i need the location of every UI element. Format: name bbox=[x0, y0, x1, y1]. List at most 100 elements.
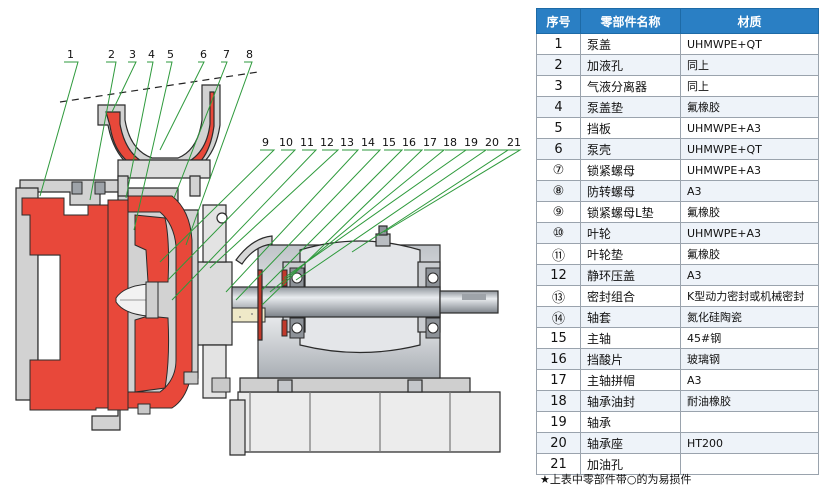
row-name: 锁紧螺母 bbox=[580, 159, 681, 181]
callout-4: 4 bbox=[148, 48, 155, 61]
row-name: 静环压盖 bbox=[580, 264, 681, 286]
row-no: 6 bbox=[536, 138, 581, 160]
row-material: 玻璃钢 bbox=[680, 348, 819, 370]
row-material: UHMWPE+A3 bbox=[680, 222, 819, 244]
row-no: 12 bbox=[536, 264, 581, 286]
callout-2: 2 bbox=[108, 48, 115, 61]
impeller bbox=[115, 214, 170, 393]
callout-3: 3 bbox=[129, 48, 136, 61]
row-name: 轴套 bbox=[580, 306, 681, 328]
row-name: 泵壳 bbox=[580, 138, 681, 160]
callout-6: 6 bbox=[200, 48, 207, 61]
callout-20: 20 bbox=[485, 136, 499, 149]
row-material: 氟橡胶 bbox=[680, 96, 819, 118]
row-name: 叶轮垫 bbox=[580, 243, 681, 265]
row-material: A3 bbox=[680, 180, 819, 202]
row-name: 主轴 bbox=[580, 327, 681, 349]
row-name: 挡酸片 bbox=[580, 348, 681, 370]
callout-17: 17 bbox=[423, 136, 437, 149]
gas-liquid-separator bbox=[97, 84, 221, 197]
section-dashed-line bbox=[59, 71, 259, 103]
casing-bolts bbox=[137, 371, 231, 415]
callout-11: 11 bbox=[300, 136, 314, 149]
row-name: 主轴拼帽 bbox=[580, 369, 681, 391]
row-no: ⑧ bbox=[536, 180, 581, 202]
row-name: 防转螺母 bbox=[580, 180, 681, 202]
parts-table-header: 序号 零部件名称 材质 bbox=[536, 8, 819, 34]
callout-5: 5 bbox=[167, 48, 174, 61]
header-name: 零部件名称 bbox=[580, 8, 681, 34]
row-no: 15 bbox=[536, 327, 581, 349]
header-material: 材质 bbox=[680, 8, 819, 34]
row-no: 3 bbox=[536, 75, 581, 97]
row-material: HT200 bbox=[680, 432, 819, 454]
row-material: K型动力密封或机械密封 bbox=[680, 285, 819, 307]
row-name: 轴承 bbox=[580, 411, 681, 433]
callout-labels-top-left: 1 2 3 4 5 6 7 8 bbox=[67, 48, 253, 61]
row-name: 加油孔 bbox=[580, 453, 681, 475]
row-material: A3 bbox=[680, 264, 819, 286]
callout-15: 15 bbox=[382, 136, 396, 149]
callout-21: 21 bbox=[507, 136, 521, 149]
row-no: ⑨ bbox=[536, 201, 581, 223]
pump-cross-section-diagram: 1 2 3 4 5 6 7 8 9 10 11 12 13 14 15 16 1… bbox=[15, 48, 522, 456]
row-material bbox=[680, 411, 819, 433]
row-name: 挡板 bbox=[580, 117, 681, 139]
row-material: 氮化硅陶瓷 bbox=[680, 306, 819, 328]
row-name: 泵盖 bbox=[580, 33, 681, 55]
row-no: 2 bbox=[536, 54, 581, 76]
row-name: 轴承油封 bbox=[580, 390, 681, 412]
row-material: UHMWPE+A3 bbox=[680, 159, 819, 181]
row-no: 16 bbox=[536, 348, 581, 370]
row-material: UHMWPE+QT bbox=[680, 33, 819, 55]
row-no: 20 bbox=[536, 432, 581, 454]
row-no: 19 bbox=[536, 411, 581, 433]
row-no: ⑩ bbox=[536, 222, 581, 244]
callout-13: 13 bbox=[340, 136, 354, 149]
row-material: 氟橡胶 bbox=[680, 201, 819, 223]
row-material: UHMWPE+A3 bbox=[680, 117, 819, 139]
row-no: 17 bbox=[536, 369, 581, 391]
row-material: 耐油橡胶 bbox=[680, 390, 819, 412]
callout-1: 1 bbox=[67, 48, 74, 61]
row-material: 同上 bbox=[680, 54, 819, 76]
callout-12: 12 bbox=[320, 136, 334, 149]
row-name: 气液分离器 bbox=[580, 75, 681, 97]
row-name: 轴承座 bbox=[580, 432, 681, 454]
leader-lines bbox=[39, 61, 522, 306]
row-no: 18 bbox=[536, 390, 581, 412]
callout-19: 19 bbox=[464, 136, 478, 149]
header-no: 序号 bbox=[536, 8, 581, 34]
filling-hole bbox=[71, 181, 106, 195]
row-material: 45#钢 bbox=[680, 327, 819, 349]
row-name: 锁紧螺母L垫 bbox=[580, 201, 681, 223]
callout-10: 10 bbox=[279, 136, 293, 149]
bearing-pair bbox=[281, 267, 441, 339]
row-material bbox=[680, 453, 819, 475]
callout-8: 8 bbox=[246, 48, 253, 61]
row-no: 5 bbox=[536, 117, 581, 139]
row-name: 叶轮 bbox=[580, 222, 681, 244]
row-material: UHMWPE+QT bbox=[680, 138, 819, 160]
row-no: ⑬ bbox=[536, 285, 581, 307]
row-name: 加液孔 bbox=[580, 54, 681, 76]
row-no: 4 bbox=[536, 96, 581, 118]
callout-14: 14 bbox=[361, 136, 375, 149]
